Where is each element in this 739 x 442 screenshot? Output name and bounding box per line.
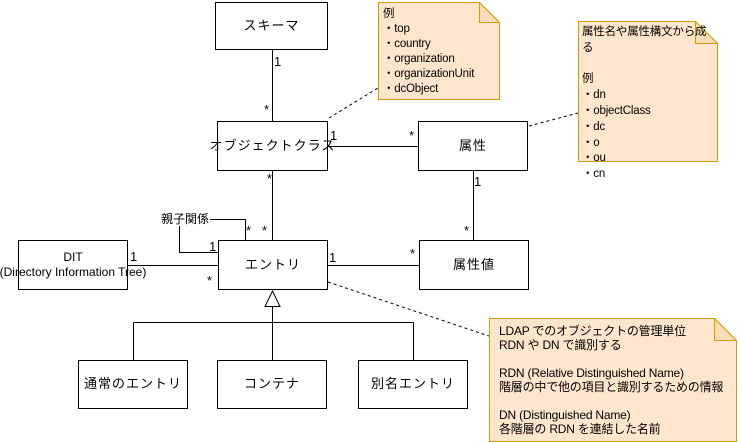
note-shape-icon: [489, 318, 737, 442]
node-entry-label: エントリ: [244, 256, 301, 272]
mult-objectclass-entry-many-bottom: *: [262, 223, 268, 238]
mult-objectclass-attribute-many: *: [409, 128, 415, 143]
dashed-link-objectclass-note: [328, 87, 379, 119]
note-shape-icon: [378, 2, 500, 100]
mult-schema-objectclass-many: *: [264, 102, 270, 117]
note-shape-icon: [578, 21, 718, 162]
node-schema[interactable]: スキーマ: [215, 2, 328, 50]
note-attribute-description[interactable]: 属性名や属性構文から成る 例 ・dn ・objectClass ・dc ・o ・…: [578, 21, 718, 180]
node-attribute-value[interactable]: 属性値: [419, 240, 529, 290]
node-attribute-label: 属性: [458, 137, 487, 153]
node-normal-entry[interactable]: 通常のエントリ: [78, 360, 188, 409]
node-attribute-value-label: 属性値: [452, 256, 495, 272]
mult-parent-child-many: *: [246, 223, 252, 238]
node-alias-entry-label: 別名エントリ: [370, 376, 455, 392]
node-object-class[interactable]: オブジェクトクラス: [210, 121, 334, 171]
dashed-link-attribute-note: [528, 112, 579, 127]
mult-entry-attributevalue-one: 1: [329, 250, 337, 265]
edge-label-parent-child: 親子関係: [160, 212, 211, 226]
node-alias-entry[interactable]: 別名エントリ: [358, 360, 468, 409]
mult-attribute-attributevalue-one: 1: [474, 174, 482, 189]
node-normal-entry-label: 通常のエントリ: [83, 376, 182, 392]
mult-dit-entry-one: 1: [130, 249, 138, 264]
node-dit[interactable]: DIT (Directory Information Tree): [0, 240, 146, 290]
mult-objectclass-attribute-one: 1: [330, 128, 338, 143]
node-entry[interactable]: エントリ: [218, 240, 328, 290]
note-objectclass-examples[interactable]: 例 ・top ・country ・organization ・organizat…: [378, 2, 500, 100]
node-container[interactable]: コンテナ: [217, 360, 327, 409]
note-entry-description-text: LDAP でのオブジェクトの管理単位 RDN や DN で識別する RDN (R…: [499, 324, 724, 436]
node-schema-label: スキーマ: [243, 17, 300, 33]
mult-entry-attributevalue-many: *: [410, 246, 416, 261]
mult-dit-entry-many: *: [207, 273, 213, 288]
mult-objectclass-entry-many-top: *: [267, 171, 273, 186]
mult-attribute-attributevalue-many: *: [464, 223, 470, 238]
node-dit-sublabel: (Directory Information Tree): [0, 265, 147, 279]
node-container-label: コンテナ: [243, 376, 300, 392]
mult-schema-objectclass-one: 1: [274, 54, 282, 69]
mult-parent-child-one: 1: [209, 239, 217, 254]
dashed-link-entry-note: [327, 281, 490, 337]
node-object-class-label: オブジェクトクラス: [209, 137, 336, 153]
note-objectclass-examples-text: 例 ・top ・country ・organization ・organizat…: [383, 8, 475, 95]
note-attribute-description-text: 属性名や属性構文から成る 例 ・dn ・objectClass ・dc ・o ・…: [582, 26, 707, 181]
note-entry-description[interactable]: LDAP でのオブジェクトの管理単位 RDN や DN で識別する RDN (R…: [489, 318, 737, 442]
node-attribute[interactable]: 属性: [418, 121, 528, 171]
generalization-triangle-icon: [264, 289, 281, 307]
node-dit-label: DIT: [63, 250, 83, 264]
